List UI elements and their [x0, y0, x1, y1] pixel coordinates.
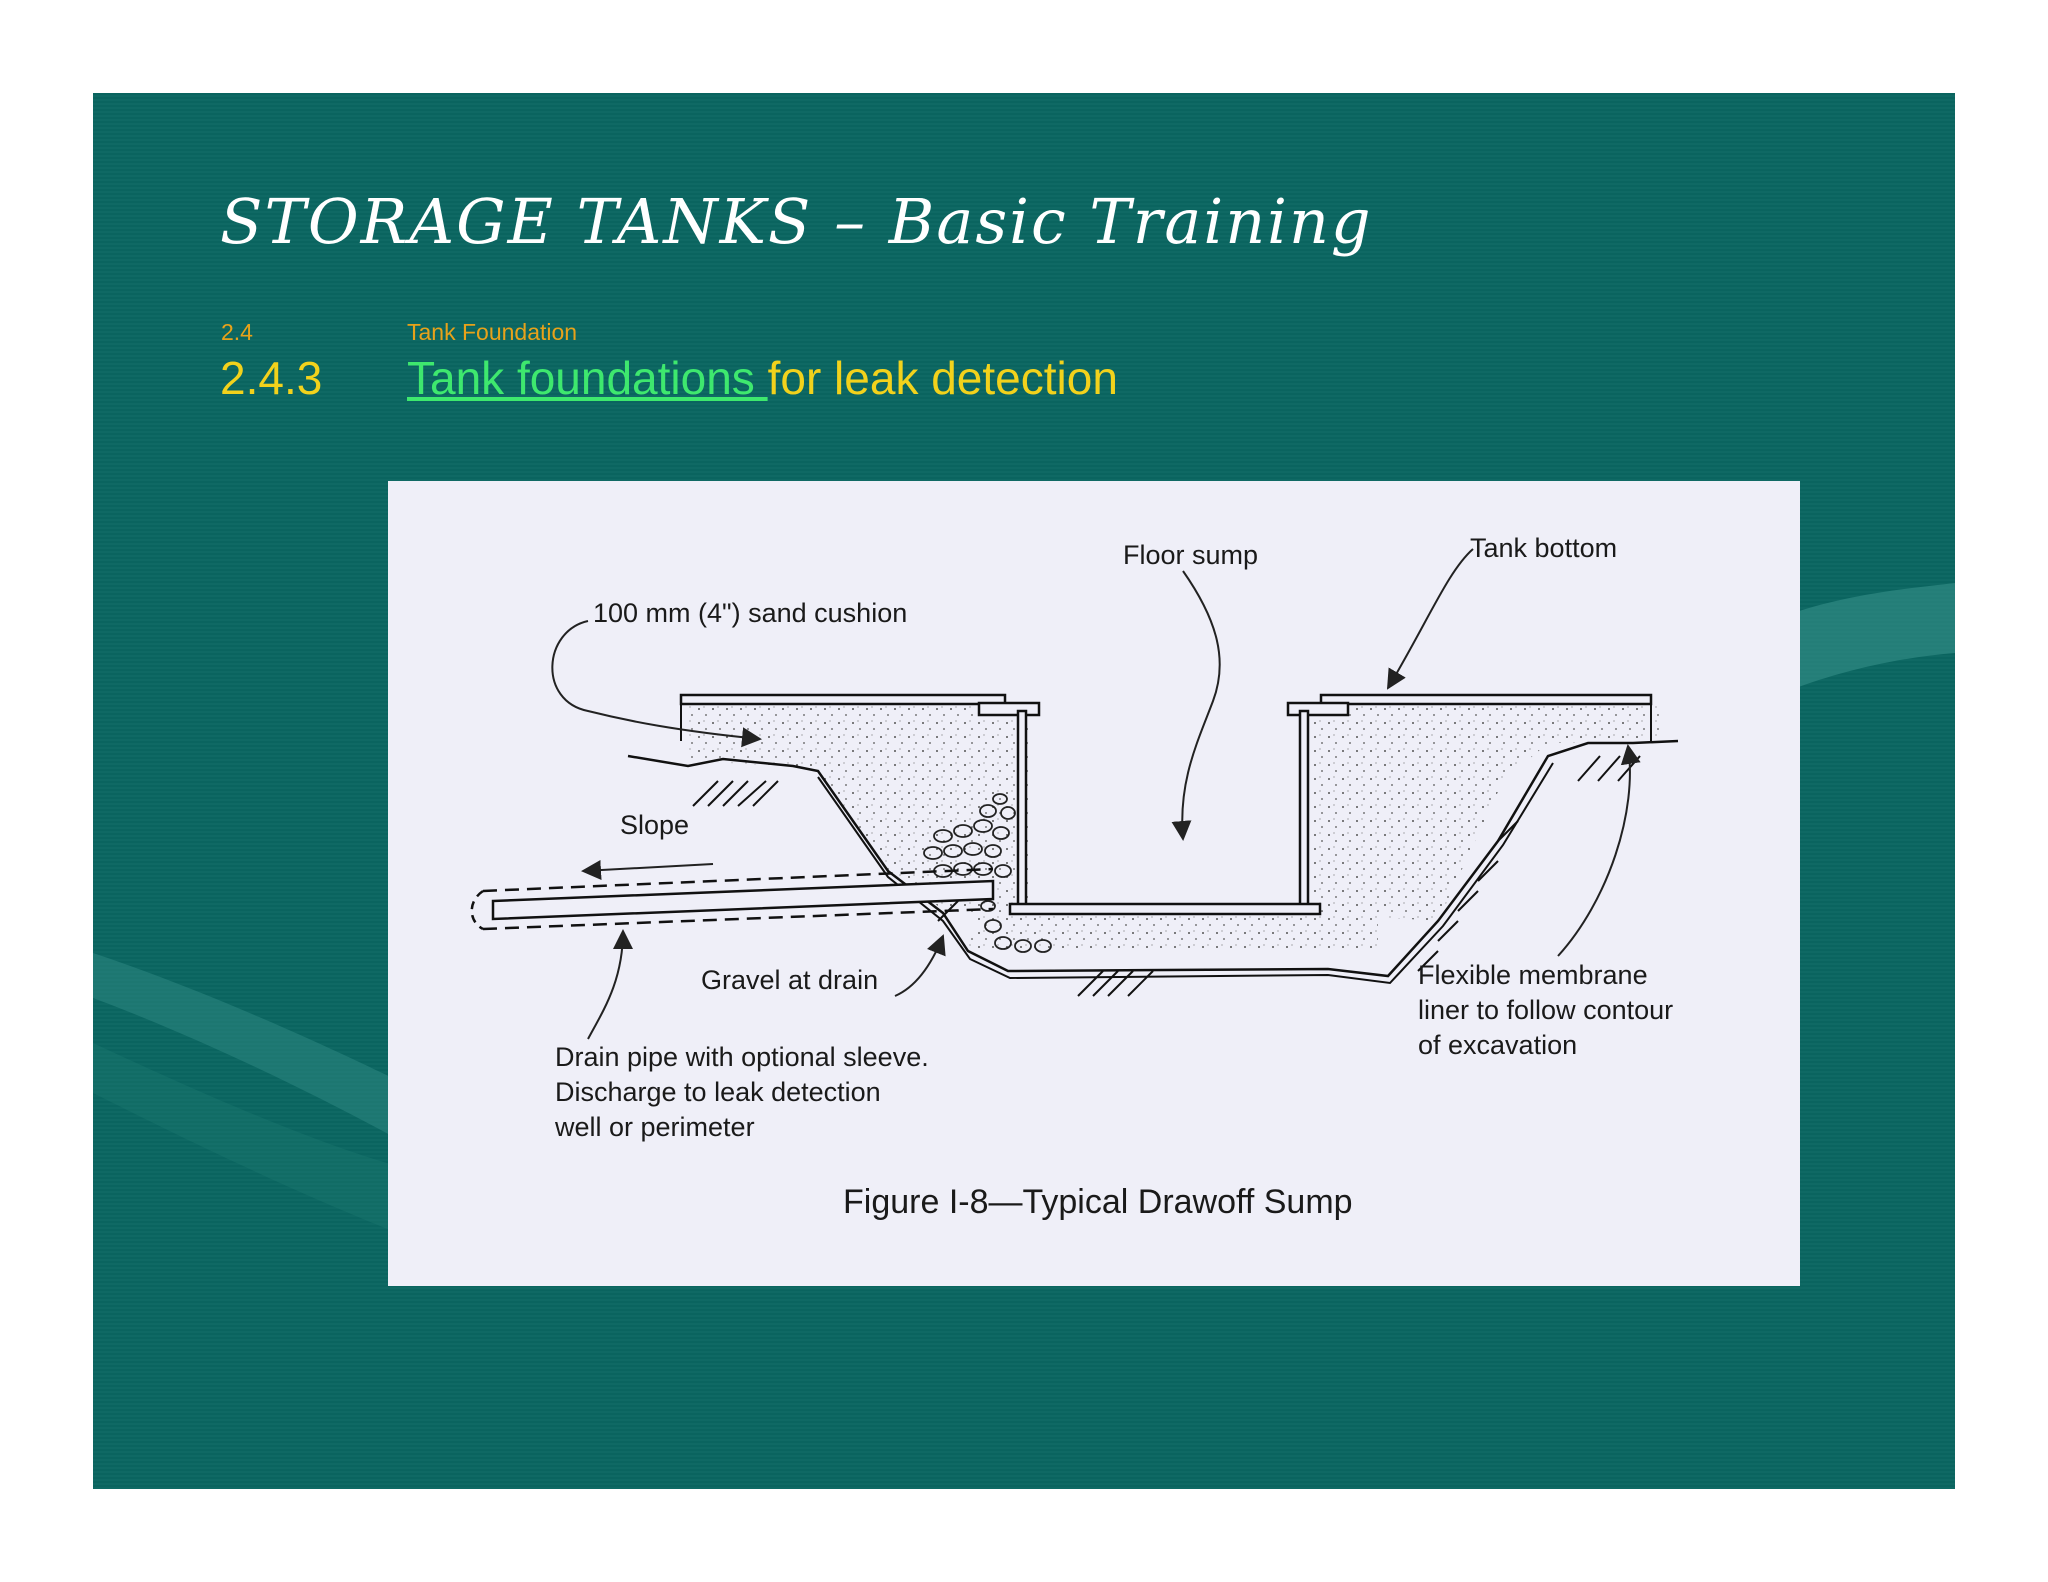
subsection-title: Tank foundations for leak detection [407, 351, 1118, 405]
slope-arrow [581, 860, 714, 881]
tank-bottom-leader [1386, 548, 1474, 690]
label-drain-line3: well or perimeter [554, 1112, 755, 1142]
label-membrane-line2: liner to follow contour [1418, 995, 1673, 1025]
right-tank-plate [1319, 693, 1653, 706]
slide-title: STORAGE TANKS – Basic Training [220, 185, 1373, 258]
right-sand-cushion [1298, 706, 1660, 921]
left-sand-cushion [688, 706, 1028, 913]
label-tank-bottom: Tank bottom [1470, 533, 1617, 563]
label-floor-sump: Floor sump [1123, 540, 1258, 570]
sump-left-wall [1016, 709, 1028, 908]
sump-sand-bed [968, 911, 1378, 949]
subsection-title-rest: for leak detection [767, 352, 1118, 404]
sand-cushion-leader [551, 620, 762, 748]
figure-panel: Floor sump Tank bottom 100 mm (4") sand … [388, 481, 1800, 1286]
figure-caption: Figure I-8—Typical Drawoff Sump [843, 1183, 1353, 1221]
membrane-leader [1557, 744, 1641, 957]
label-drain-line1: Drain pipe with optional sleeve. [555, 1042, 929, 1072]
label-membrane-line1: Flexible membrane [1418, 960, 1648, 990]
background-swoosh [93, 583, 1955, 1243]
section-number: 2.4 [221, 319, 253, 345]
drain-pipe [470, 867, 995, 931]
tank-foundations-link[interactable]: Tank foundations [407, 352, 768, 404]
drain-leader [587, 929, 633, 1040]
left-tank-plate [679, 693, 1007, 706]
floor-sump-leader [1171, 570, 1221, 841]
sump-floor [1008, 902, 1322, 916]
sump-right-wall [1298, 709, 1310, 908]
section-name: Tank Foundation [407, 319, 578, 345]
label-slope: Slope [620, 810, 689, 840]
drawoff-sump-diagram: Floor sump Tank bottom 100 mm (4") sand … [470, 533, 1679, 1221]
excavation-liner [627, 739, 1679, 978]
label-sand-cushion: 100 mm (4") sand cushion [593, 598, 907, 628]
label-drain-line2: Discharge to leak detection [555, 1077, 881, 1107]
gravel-leader [894, 934, 946, 997]
ground-hatching [692, 755, 1641, 997]
slide: STORAGE TANKS – Basic Training 2.4 Tank … [93, 93, 1955, 1489]
subsection-number: 2.4.3 [220, 352, 323, 404]
label-membrane-line3: of excavation [1418, 1030, 1577, 1060]
label-gravel: Gravel at drain [701, 965, 878, 995]
